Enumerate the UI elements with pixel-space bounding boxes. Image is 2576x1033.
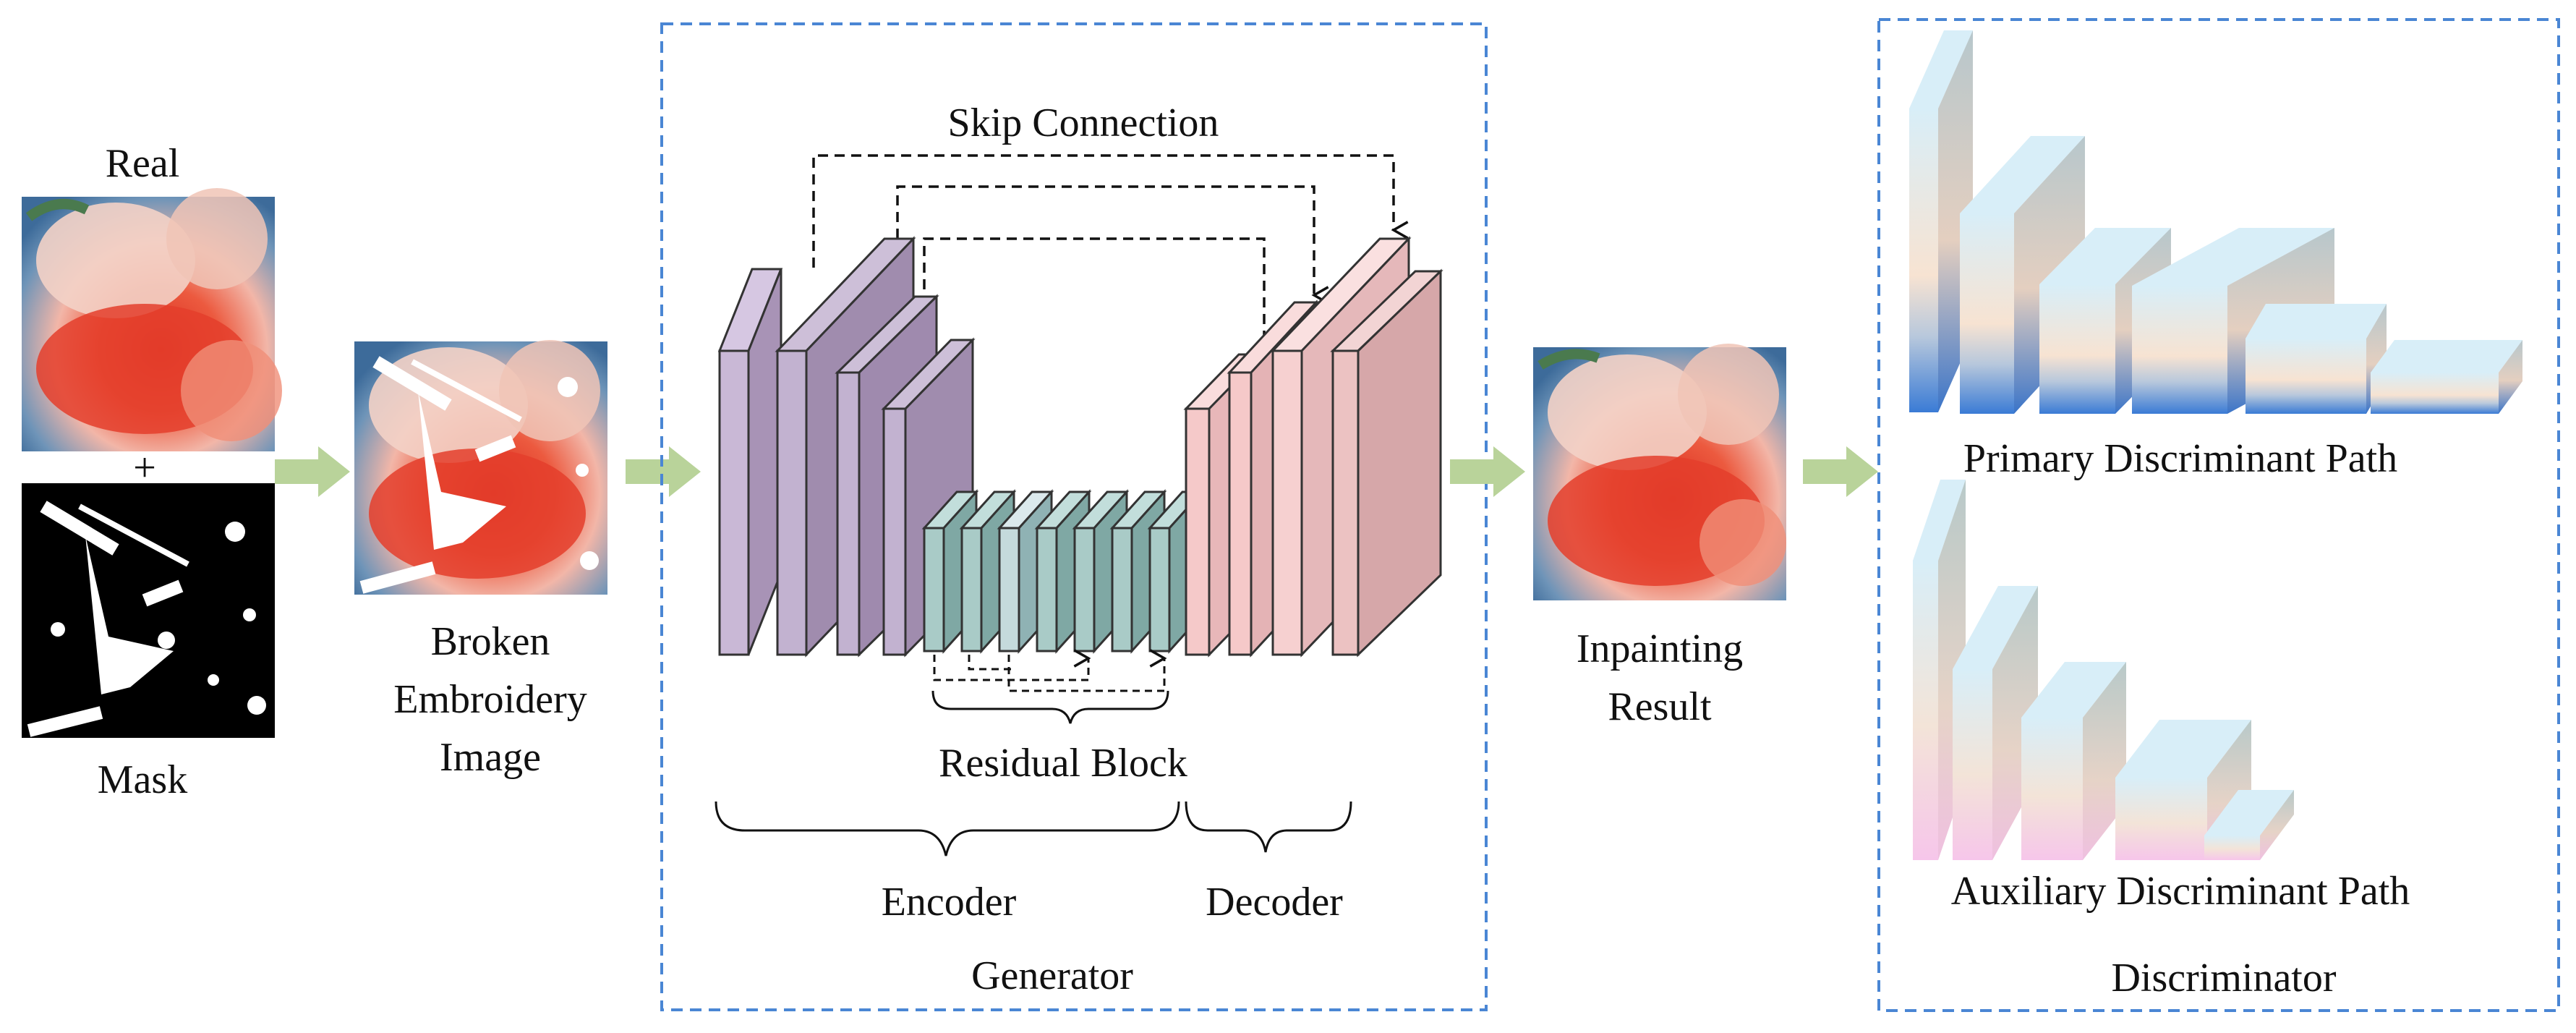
flow-arrow-icon [1450, 446, 1525, 497]
residual-brace [931, 690, 1169, 724]
decoder-label: Decoder [1206, 880, 1343, 924]
encoder-brace [715, 801, 1180, 856]
residual-block-label: Residual Block [939, 741, 1187, 786]
primary-block [2371, 340, 2522, 414]
encoder-block [717, 268, 783, 656]
broken-label-line1: Broken [431, 619, 550, 664]
flow-arrow-icon [626, 446, 701, 497]
real-label: Real [106, 141, 180, 186]
residual-blocks [921, 489, 1205, 654]
discriminator-box [1877, 18, 2560, 1012]
mask-image [22, 483, 275, 738]
discriminator-label: Discriminator [2111, 956, 2336, 1000]
decoder-brace [1185, 801, 1352, 853]
mask-label: Mask [98, 757, 187, 802]
primary-path-blocks [1909, 30, 2522, 414]
auxiliary-path-label: Auxiliary Discriminant Path [1951, 869, 2410, 914]
primary-path-label: Primary Discriminant Path [1963, 436, 2397, 481]
auxiliary-path-blocks [1913, 480, 2294, 860]
broken-label-line2: Embroidery [393, 677, 587, 722]
plus-label: + [133, 446, 156, 490]
broken-embroidery-image [354, 340, 607, 595]
flow-arrow-icon [1803, 446, 1878, 497]
skip-connection-label: Skip Connection [948, 101, 1219, 145]
broken-label-line3: Image [440, 735, 541, 780]
residual-skip-lines [933, 649, 1167, 692]
inpainting-label-line2: Result [1608, 684, 1712, 729]
flow-arrow-icon [275, 446, 350, 497]
decoder-block [1330, 268, 1443, 658]
auxiliary-block [2204, 790, 2294, 860]
real-image [22, 188, 282, 451]
generator-box [660, 22, 1488, 1011]
encoder-label: Encoder [882, 880, 1017, 924]
inpainting-label-line1: Inpainting [1577, 626, 1743, 671]
generator-label: Generator [971, 953, 1133, 998]
skip-connection-lines [812, 154, 1409, 349]
auxiliary-block [2021, 662, 2126, 860]
auxiliary-block [1913, 480, 1966, 860]
inpainting-result-image [1533, 344, 1786, 600]
primary-block [2246, 304, 2387, 414]
